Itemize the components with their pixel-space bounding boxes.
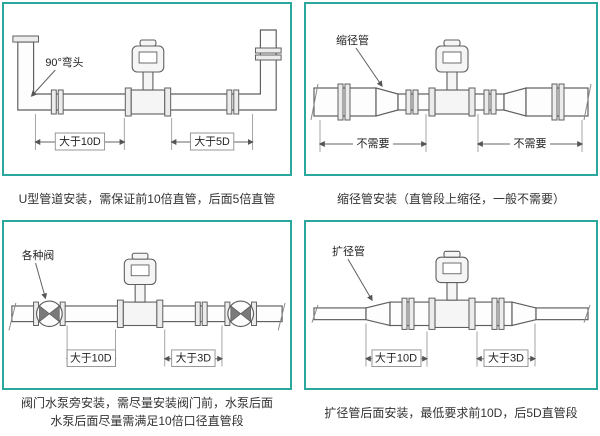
- reducer-caption: 缩径管安装（直管段上缩径，一般不需要）: [336, 191, 565, 206]
- dim-before-meter: 不需要: [318, 114, 428, 152]
- flowmeter: [124, 39, 172, 117]
- valve-pump-drawing: 各种阀 大于10D 大于3D: [8, 249, 286, 367]
- u-pipe-caption: U型管道安装，需保证前10倍直管，后面5倍直管: [18, 191, 276, 206]
- dim-label: 大于5D: [194, 134, 230, 148]
- expander-cone: [511, 301, 537, 327]
- u-pipe-diagram: 90°弯头 大于10D 大于5D: [2, 2, 292, 176]
- expander-label: 扩径管: [332, 244, 365, 258]
- panel-expander: 扩径管 大于10D 大于3D 扩径管后面: [304, 220, 598, 434]
- pipe-with-expanders: [311, 297, 591, 330]
- valve-pump-diagram: 各种阀 大于10D 大于3D: [2, 220, 292, 390]
- dim-after-meter: 大于3D: [475, 323, 537, 367]
- valve-right: [224, 300, 257, 328]
- dim-after-meter: 不需要: [476, 114, 584, 152]
- dim-before-meter: 大于10D: [34, 114, 126, 151]
- dim-label: 不需要: [514, 137, 547, 150]
- panel-reducer: 缩径管 不需要 不需要 缩径管安装（直管: [304, 2, 598, 220]
- expander-diagram: 扩径管 大于10D 大于3D: [304, 220, 598, 390]
- dim-before-meter: 大于10D: [364, 323, 429, 367]
- valve-pump-caption: 阀门水泵旁安装，需尽量安装阀门前，水泵后面 水泵后面尽量需满足10倍口径直管段: [2, 390, 292, 430]
- reducer-cone: [375, 87, 399, 117]
- expander-cone: [365, 301, 391, 327]
- caption-line: 水泵后面尽量需满足10倍口径直管段: [50, 414, 244, 428]
- dim-label: 大于10D: [70, 352, 112, 365]
- pipe-with-reducers: [310, 83, 592, 121]
- reducer-label: 缩径管: [336, 33, 369, 47]
- panel-valve-pump: 各种阀 大于10D 大于3D: [2, 220, 292, 434]
- elbow-annotation: 90°弯头: [30, 55, 84, 97]
- expander-drawing: 扩径管 大于10D 大于3D: [311, 244, 591, 367]
- reducer-cone: [503, 87, 527, 117]
- expander-caption: 扩径管后面安装，最低要求前10D，后5D直管段: [324, 405, 578, 420]
- expander-annotation: 扩径管: [332, 244, 373, 302]
- elbow-label: 90°弯头: [45, 55, 83, 69]
- panel-u-pipe: 90°弯头 大于10D 大于5D U型管: [2, 2, 292, 220]
- flowmeter: [428, 39, 476, 117]
- valve-left: [33, 300, 66, 328]
- dim-after-meter: 大于3D: [163, 325, 224, 367]
- dim-label: 大于3D: [488, 351, 524, 365]
- valve-annotation: 各种阀: [22, 249, 55, 300]
- dim-before-meter: 大于10D: [65, 325, 117, 367]
- caption-line: 阀门水泵旁安装，需尽量安装阀门前，水泵后面: [20, 396, 273, 410]
- reducer-drawing: 缩径管 不需要 不需要: [310, 33, 592, 152]
- dim-label: 大于10D: [59, 134, 101, 148]
- dim-label: 大于3D: [176, 352, 212, 365]
- dim-label: 大于10D: [375, 351, 417, 365]
- u-pipe-drawing: 90°弯头 大于10D 大于5D: [12, 29, 282, 151]
- reducer-annotation: 缩径管: [336, 33, 383, 87]
- flowmeter: [428, 250, 476, 330]
- valve-label: 各种阀: [22, 249, 55, 262]
- flowmeter: [116, 252, 164, 328]
- reducer-diagram: 缩径管 不需要 不需要: [304, 2, 598, 176]
- dim-after-meter: 大于5D: [170, 114, 254, 151]
- dim-label: 不需要: [357, 137, 390, 150]
